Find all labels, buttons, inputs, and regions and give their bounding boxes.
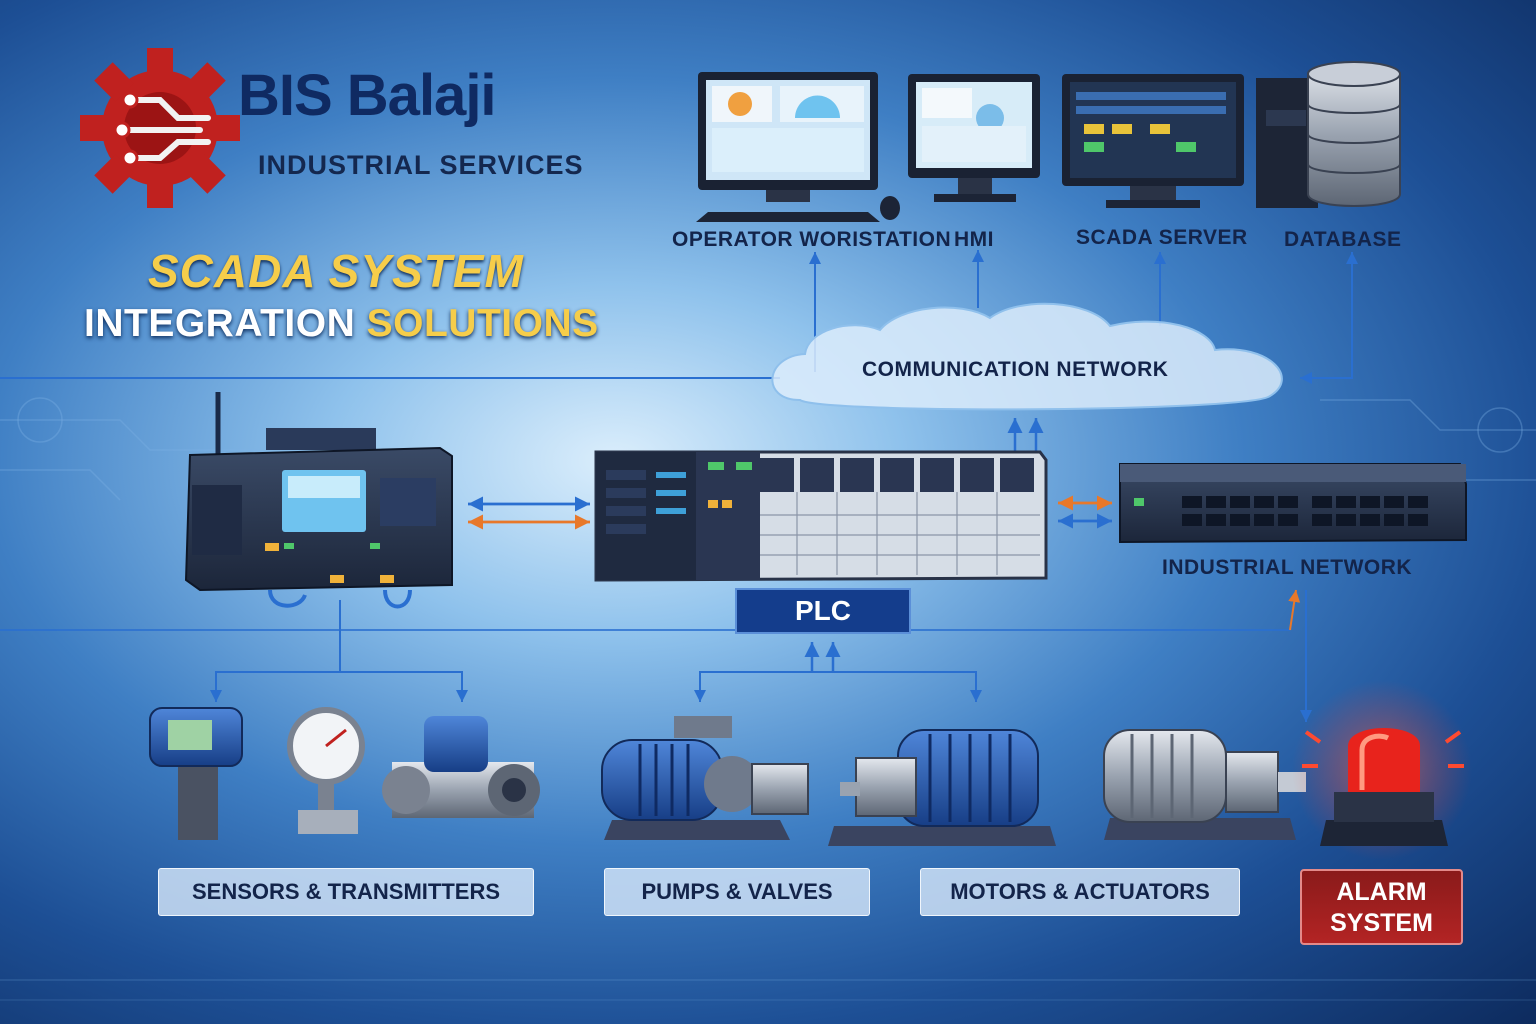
hmi-label: HMI	[954, 228, 994, 251]
title-line-2-gold: SOLUTIONS	[366, 302, 599, 345]
alarm-beacon-icon	[1292, 680, 1472, 860]
sensors-transmitters-icon	[149, 707, 540, 840]
logo-gear-icon	[80, 48, 240, 208]
title-line-2-white: INTEGRATION	[84, 302, 367, 345]
controller-device-icon	[184, 392, 453, 609]
network-switch-icon	[1119, 463, 1467, 544]
title-line-1: SCADA SYSTEM	[148, 245, 524, 297]
communication-network-cloud	[771, 302, 1283, 411]
scada-server-monitor-icon	[1062, 74, 1244, 208]
title-line-2: INTEGRATION SOLUTIONS	[84, 302, 599, 346]
controller-plc-arrows	[468, 496, 590, 530]
operator-workstation-icon	[696, 72, 900, 222]
alarm-system-label: ALARM SYSTEM	[1300, 869, 1463, 945]
hmi-monitor-icon	[908, 74, 1040, 202]
database-server-icon	[1256, 61, 1401, 208]
plc-badge: PLC	[735, 588, 911, 634]
industrial-network-label: INDUSTRIAL NETWORK	[1162, 556, 1413, 579]
motors-actuators-label: MOTORS & ACTUATORS	[920, 868, 1240, 916]
motor-icon	[828, 729, 1306, 846]
plc-rack-icon	[594, 450, 1048, 582]
communication-network-label: COMMUNICATION NETWORK	[862, 358, 1169, 381]
sensors-transmitters-label: SENSORS & TRANSMITTERS	[158, 868, 534, 916]
field-bus-lines	[0, 589, 1312, 722]
circuit-background	[0, 397, 1536, 1001]
pump-icon	[601, 716, 809, 840]
pumps-valves-label: PUMPS & VALVES	[604, 868, 870, 916]
alarm-label-line-1: ALARM	[1336, 878, 1427, 906]
plc-switch-arrows	[1058, 495, 1112, 529]
brand-name: BIS Balaji	[238, 63, 497, 128]
operator-workstation-label: OPERATOR WORISTATION	[672, 228, 952, 251]
plc-cloud-arrows	[1007, 418, 1044, 452]
brand-subtitle: INDUSTRIAL SERVICES	[258, 150, 584, 180]
alarm-label-line-2: SYSTEM	[1330, 909, 1433, 937]
scada-server-label: SCADA SERVER	[1076, 226, 1248, 249]
database-label: DATABASE	[1284, 228, 1402, 251]
